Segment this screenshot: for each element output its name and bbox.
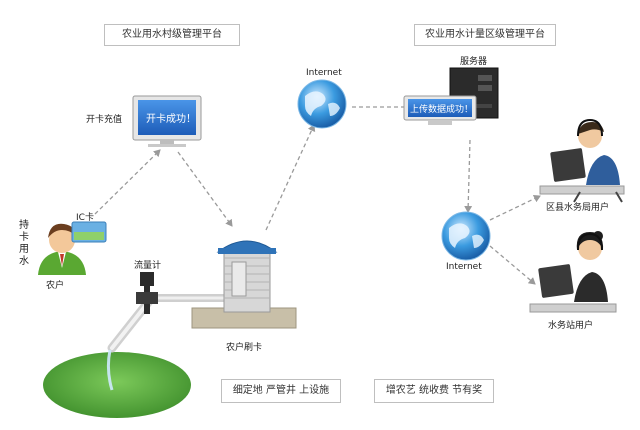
internet-right-label: Internet — [446, 262, 482, 272]
side-char: 用 — [19, 244, 29, 255]
station-user-label: 水务站用户 — [548, 321, 594, 331]
county-user-label: 区县水务局用户 — [546, 203, 610, 213]
server-label: 服务器 — [460, 57, 488, 67]
district-platform-title: 农业用水计量区级管理平台 — [414, 24, 556, 46]
slogan-right: 增农艺 统收费 节有奖 — [374, 379, 494, 403]
farmer-side-label: 持 卡 用 水 — [18, 220, 30, 268]
pump-house — [191, 240, 297, 329]
side-char: 水 — [19, 256, 29, 267]
station-user-figure — [529, 231, 617, 313]
monitor-screen — [138, 100, 196, 135]
arrow-internet-to-county — [489, 194, 541, 221]
county-user-figure — [539, 118, 625, 203]
globe-icon-right — [441, 211, 491, 261]
pump-house-label: 农户刷卡 — [226, 343, 263, 353]
farmer-label: 农户 — [46, 281, 65, 291]
server-screen — [408, 99, 472, 117]
grass-field — [43, 352, 191, 418]
arrow-monitor-to-pump — [177, 151, 233, 227]
arrow-pump-to-internet — [265, 124, 316, 231]
flow-meter-label: 流量计 — [134, 261, 162, 271]
server-screen-text: 上传数据成功！ — [410, 105, 474, 115]
side-char: 卡 — [19, 232, 29, 243]
ic-card — [71, 221, 107, 243]
internet-top-label: Internet — [306, 68, 342, 78]
farmer-figure — [38, 223, 86, 275]
server-monitor — [403, 95, 477, 125]
side-char: 持 — [19, 220, 29, 231]
ic-card-label: IC卡 — [76, 213, 94, 223]
card-recharge-label: 开卡充值 — [86, 115, 123, 125]
arrow-server-to-internet — [464, 139, 473, 213]
monitor-screen-text: 开卡成功！ — [146, 114, 196, 125]
arrow-internet-to-station — [489, 245, 536, 285]
water-pipe — [106, 294, 224, 391]
slogan-left: 细定地 严管井 上设施 — [221, 379, 341, 403]
arrow-card-to-monitor — [94, 149, 161, 215]
village-platform-title: 农业用水村级管理平台 — [104, 24, 240, 46]
globe-icon-top — [297, 79, 347, 129]
flow-meter-device — [136, 272, 158, 314]
recharge-monitor — [132, 95, 202, 147]
